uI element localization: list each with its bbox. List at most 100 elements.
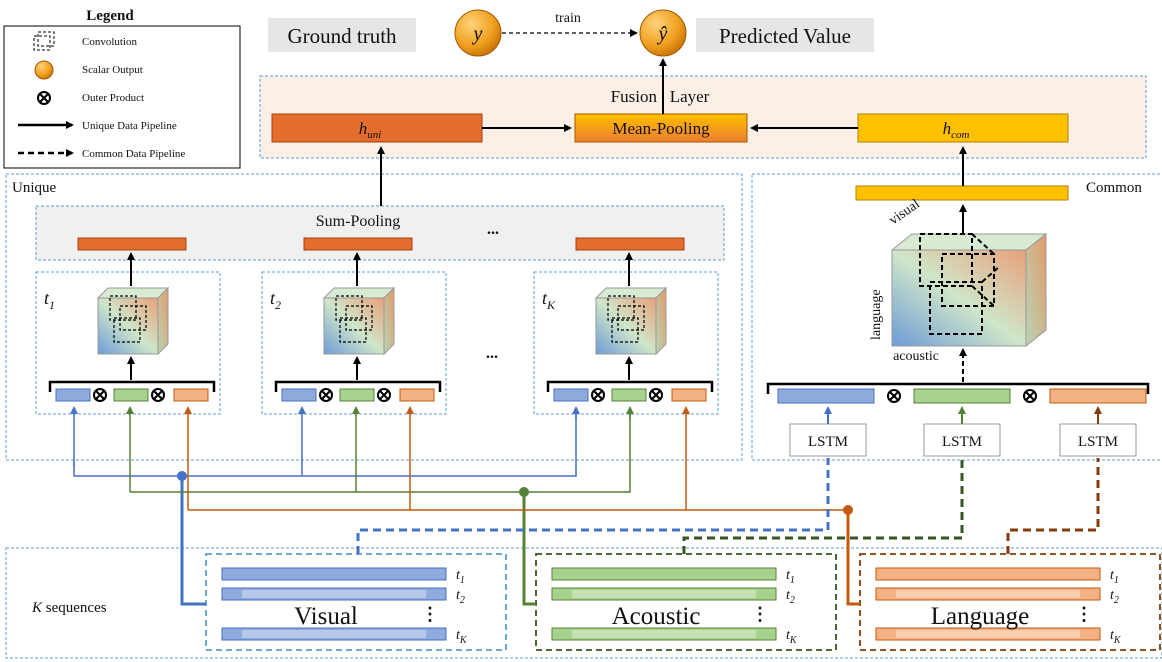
ground-truth-label: Ground truth bbox=[287, 24, 397, 48]
sequence-bar-highlight bbox=[572, 630, 756, 638]
vdots: ⋮ bbox=[751, 604, 769, 624]
outer-product-icon bbox=[319, 388, 333, 402]
unique-border bbox=[5, 173, 743, 461]
tensor-cube bbox=[322, 286, 396, 356]
sequences-panel: K sequences t1t2tK⋮Visualt1t2tK⋮Acoustic… bbox=[5, 547, 1162, 659]
h-com-label: hcom bbox=[943, 119, 970, 141]
outer-product-icon bbox=[377, 388, 391, 402]
train-label: train bbox=[555, 11, 581, 26]
lstm-language-label: LSTM bbox=[1078, 434, 1118, 450]
acoustic-unique-trunk bbox=[522, 492, 536, 606]
lstm-acoustic bbox=[923, 423, 1001, 457]
language-embedding-bar bbox=[1049, 388, 1147, 404]
modality-border bbox=[859, 553, 1161, 651]
predicted-value-label: Predicted Value bbox=[719, 24, 851, 48]
unique-block-3: tK bbox=[533, 237, 719, 415]
sequence-time-label: t1 bbox=[786, 568, 795, 586]
sum-pooling-label: Sum-Pooling bbox=[316, 213, 400, 230]
convolution-dashed-cubes bbox=[607, 295, 645, 343]
block-brace bbox=[546, 380, 714, 392]
sum-pooling-panel bbox=[35, 205, 725, 261]
unique-block-2: t2 bbox=[261, 237, 447, 415]
legend-label-convolution: Convolution bbox=[82, 36, 138, 48]
common-output-bar bbox=[855, 185, 1069, 201]
acoustic-embedding-bar bbox=[913, 388, 1011, 404]
y-label: y bbox=[472, 23, 483, 45]
dashed-square-icon bbox=[37, 31, 55, 47]
sequence-bar bbox=[551, 587, 777, 601]
sequence-bar bbox=[875, 587, 1101, 601]
tensor-cube bbox=[594, 286, 668, 356]
block-pooled-bar bbox=[77, 237, 187, 251]
outer-product-icon bbox=[649, 388, 663, 402]
convolution-dashed-cubes bbox=[335, 295, 373, 343]
visual-step-bar bbox=[281, 388, 317, 402]
visual-unique-branch bbox=[73, 408, 577, 477]
visual-unique-trunk bbox=[180, 476, 206, 606]
outer-product-icon bbox=[1023, 389, 1037, 403]
common-title: Common bbox=[1086, 180, 1142, 196]
top-row: Ground truth y train ŷ Predicted Value bbox=[268, 9, 874, 57]
visual-step-bar bbox=[55, 388, 91, 402]
acoustic-unique-branch bbox=[130, 408, 631, 493]
sequence-bar bbox=[551, 567, 777, 581]
legend-label-scalar: Scalar Output bbox=[82, 64, 143, 76]
common-tensor-cube bbox=[890, 232, 1048, 348]
language-step-bar bbox=[671, 388, 707, 402]
modality-border bbox=[535, 553, 837, 651]
outer-product-icon bbox=[37, 91, 51, 105]
h-uni-label: huni bbox=[359, 119, 382, 141]
language-step-bar bbox=[399, 388, 435, 402]
y-hat-label: ŷ bbox=[657, 23, 668, 45]
block-brace bbox=[274, 380, 442, 392]
unique-block-border bbox=[35, 271, 221, 415]
outer-product-icon bbox=[591, 388, 605, 402]
unique-title: Unique bbox=[12, 180, 57, 196]
modality-border bbox=[205, 553, 507, 651]
sequence-bar-highlight bbox=[572, 590, 756, 598]
tensor-cube bbox=[96, 286, 170, 356]
lstm-acoustic-label: LSTM bbox=[942, 434, 982, 450]
connectors bbox=[70, 406, 1100, 606]
block-pooled-bar bbox=[575, 237, 685, 251]
axis-language-label: language bbox=[869, 289, 884, 340]
modality-name: Visual bbox=[294, 603, 358, 630]
legend-label-unique: Unique Data Pipeline bbox=[82, 120, 177, 132]
common-panel: Common visual language acoustic bbox=[751, 146, 1162, 461]
outer-product-icon bbox=[93, 388, 107, 402]
mean-pooling-label: Mean-Pooling bbox=[612, 119, 710, 138]
time-step-label: t1 bbox=[44, 288, 55, 312]
sequence-time-label: tK bbox=[456, 628, 468, 646]
common-brace bbox=[766, 382, 1150, 394]
common-border bbox=[751, 173, 1162, 461]
convolution-dashed-cubes bbox=[919, 233, 1001, 335]
sequence-bar bbox=[875, 627, 1101, 641]
vdots: ⋮ bbox=[421, 604, 439, 624]
h-com-box bbox=[857, 113, 1069, 143]
legend: Legend Convolution Scalar Output Outer P… bbox=[3, 8, 241, 169]
acoustic-step-bar bbox=[611, 388, 647, 402]
predicted-value-box bbox=[696, 18, 874, 52]
outer-product-icon bbox=[151, 388, 165, 402]
sequence-time-label: t1 bbox=[456, 568, 465, 586]
language-unique-trunk bbox=[846, 510, 860, 606]
block-brace bbox=[48, 380, 216, 392]
sequence-time-label: t2 bbox=[786, 588, 795, 606]
block-pooled-bar bbox=[303, 237, 413, 251]
sequence-bar bbox=[221, 587, 447, 601]
h-uni-box bbox=[271, 113, 483, 143]
sequence-time-label: t1 bbox=[1110, 568, 1119, 586]
sequence-bar bbox=[875, 567, 1101, 581]
y-hat-scalar-node bbox=[639, 9, 687, 57]
ground-truth-box bbox=[268, 18, 416, 52]
sequence-bar bbox=[221, 627, 447, 641]
sequence-time-label: t2 bbox=[1110, 588, 1119, 606]
time-step-label: tK bbox=[542, 288, 556, 312]
sequence-bar bbox=[221, 567, 447, 581]
sequence-bar-highlight bbox=[242, 630, 426, 638]
lstm-visual-label: LSTM bbox=[808, 434, 848, 450]
